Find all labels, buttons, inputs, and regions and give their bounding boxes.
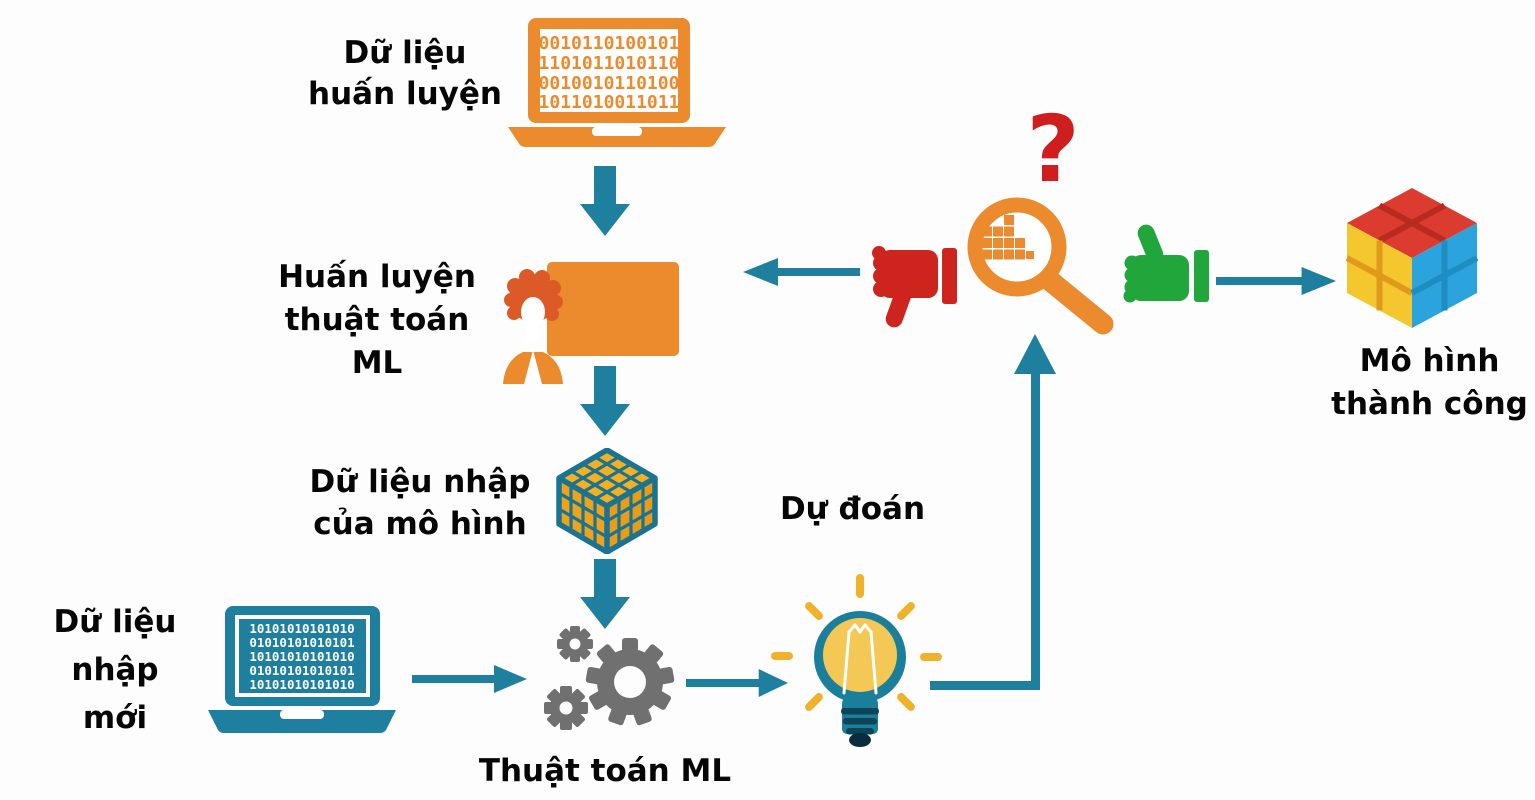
svg-text:0010110100101: 0010110100101 (539, 33, 680, 54)
label-training-data-line2: huấn luyện (308, 76, 502, 112)
magnifier-pixel-chart (982, 215, 1034, 260)
svg-text:10101010101010: 10101010101010 (249, 621, 354, 636)
arrow-gears-to-bulb (686, 668, 788, 698)
magnifier-icon (960, 185, 1120, 343)
arrow-trainer-to-modelinput (579, 366, 631, 436)
label-training-data-line1: Dữ liệu (343, 35, 467, 71)
svg-text:01010101010101: 01010101010101 (249, 663, 354, 678)
label-model-input: Dữ liệu nhập của mô hình (300, 461, 540, 545)
label-train-algorithm-line1: Huấn luyện (278, 259, 476, 295)
label-ml-algorithm: Thuật toán ML (478, 753, 732, 789)
label-training-data: Dữ liệu huấn luyện (300, 33, 510, 115)
question-mark: ? (1026, 96, 1080, 203)
label-model-input-line1: Dữ liệu nhập (309, 464, 531, 500)
training-data-laptop-icon: 0010110100101 1101011010110 001001011010… (506, 14, 728, 150)
model-input-cube-icon (551, 448, 663, 554)
label-train-algorithm-line3: ML (351, 345, 403, 381)
success-cube-icon (1342, 183, 1482, 333)
arrow-bulb-to-magnifier-elbow (930, 326, 1058, 694)
label-train-algorithm: Huấn luyện thuật toán ML (262, 256, 492, 385)
svg-text:10101010101010: 10101010101010 (249, 677, 354, 692)
gears-icon (538, 616, 688, 738)
arrow-training-to-trainer (579, 166, 631, 236)
arrow-thumbsup-to-success (1216, 266, 1336, 296)
svg-text:1011010011011: 1011010011011 (539, 92, 680, 113)
label-prediction: Dự đoán (779, 491, 926, 527)
label-new-input-line1: Dữ liệu (53, 604, 177, 640)
svg-text:1101011010110: 1101011010110 (539, 53, 680, 74)
arrow-newinput-to-gears (412, 664, 527, 694)
label-successful-model-line2: thành công (1331, 386, 1528, 422)
arrow-modelinput-to-gears (579, 559, 631, 629)
lightbulb-icon (745, 560, 945, 795)
label-train-algorithm-line2: thuật toán (284, 302, 470, 338)
label-new-input-line3: mới (82, 700, 148, 736)
trainer-at-board-icon (495, 252, 685, 384)
svg-text:01010101010101: 01010101010101 (249, 635, 354, 650)
label-model-input-line2: của mô hình (313, 506, 527, 542)
label-new-input: Dữ liệu nhập mới (35, 598, 195, 742)
new-input-laptop-icon: 10101010101010 01010101010101 1010101010… (206, 604, 398, 736)
thumbs-down-icon (862, 230, 962, 328)
label-successful-model: Mô hình thành công (1322, 340, 1535, 426)
label-new-input-line2: nhập (71, 652, 159, 688)
label-successful-model-line1: Mô hình (1359, 343, 1500, 379)
thumbs-up-icon (1112, 222, 1212, 310)
svg-text:10101010101010: 10101010101010 (249, 649, 354, 664)
svg-text:0010010110100: 0010010110100 (539, 73, 680, 94)
arrow-thumbsdown-to-trainer (742, 257, 860, 287)
